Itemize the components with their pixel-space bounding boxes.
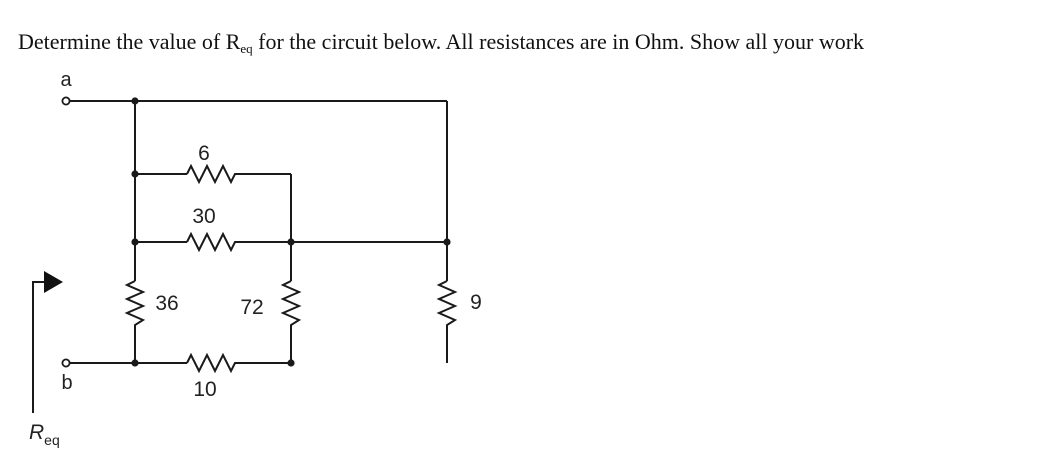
terminal-a	[61, 96, 71, 106]
resistor-6-label: 6	[198, 142, 210, 165]
resistor-72-symbol	[280, 280, 302, 329]
terminal-b-label: b	[61, 372, 72, 394]
terminal-a-label: a	[60, 69, 72, 91]
req-label-sub: eq	[44, 432, 60, 448]
req-arrow-icon	[44, 271, 63, 293]
req-label-main: R	[29, 421, 44, 444]
resistor-9-label: 9	[470, 291, 482, 314]
resistor-30-label: 30	[192, 205, 215, 228]
question-text-after: for the circuit below. All resistances a…	[252, 29, 865, 54]
resistor-72-label: 72	[240, 296, 263, 319]
node-dot	[131, 170, 139, 178]
resistor-36-label: 36	[155, 292, 178, 315]
terminal-b	[61, 358, 71, 368]
resistor-10-symbol	[186, 352, 239, 374]
question-subscript: eq	[240, 41, 253, 56]
req-arrow-line	[32, 281, 46, 413]
node-dot	[131, 238, 139, 246]
question-text-before: Determine the value of R	[18, 29, 241, 54]
node-dot	[131, 359, 139, 367]
resistor-30-symbol	[186, 231, 239, 253]
node-dot	[131, 97, 139, 105]
node-dot	[443, 238, 451, 246]
node-dot	[287, 359, 295, 367]
req-label: Req	[29, 421, 60, 448]
resistor-36-symbol	[124, 280, 146, 329]
question-text: Determine the value of Req for the circu…	[18, 29, 864, 57]
resistor-10-label: 10	[193, 378, 216, 401]
resistor-9-symbol	[436, 280, 458, 329]
resistor-6-symbol	[186, 163, 239, 185]
node-dot	[287, 238, 295, 246]
